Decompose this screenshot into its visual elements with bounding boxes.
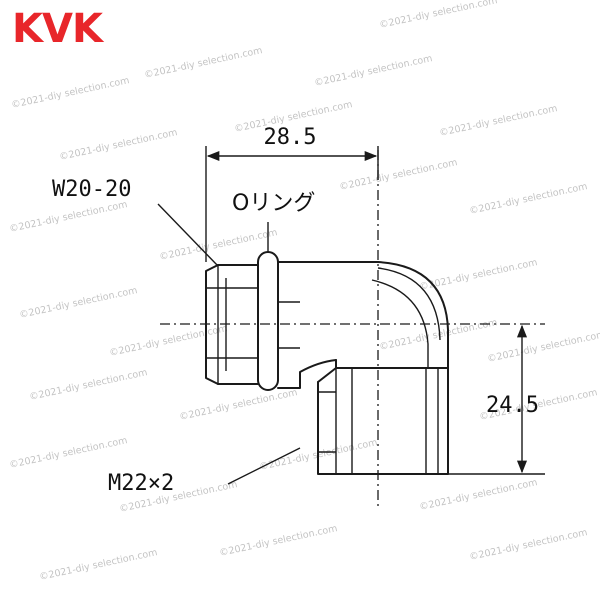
watermark-text: ©2021-diy selection.com bbox=[468, 181, 588, 217]
watermark-text: ©2021-diy selection.com bbox=[338, 157, 458, 193]
brand-logo: KVK bbox=[12, 6, 105, 52]
watermark-text: ©2021-diy selection.com bbox=[143, 45, 263, 81]
elbow-fitting-outline bbox=[205, 251, 449, 475]
height-dimension-label: 24.5 bbox=[486, 393, 539, 418]
watermark-text: ©2021-diy selection.com bbox=[313, 53, 433, 89]
centre-lines bbox=[160, 150, 545, 510]
watermark-text: ©2021-diy selection.com bbox=[468, 527, 588, 563]
inlet-thread-callout: W20-20 bbox=[52, 177, 219, 267]
width-dimension-label: 28.5 bbox=[264, 125, 317, 150]
watermark-text: ©2021-diy selection.com bbox=[178, 387, 298, 423]
outlet-thread-callout: M22×2 bbox=[108, 447, 301, 496]
o-ring-shape bbox=[257, 251, 279, 391]
watermark-text: ©2021-diy selection.com bbox=[38, 547, 158, 583]
watermark-text: ©2021-diy selection.com bbox=[486, 329, 600, 365]
watermark-text: ©2021-diy selection.com bbox=[378, 0, 498, 31]
inlet-thread-label: W20-20 bbox=[52, 177, 131, 202]
outlet-thread-label: M22×2 bbox=[108, 471, 174, 496]
watermark-text: ©2021-diy selection.com bbox=[108, 323, 228, 359]
watermark-text: ©2021-diy selection.com bbox=[158, 227, 278, 263]
watermark-text: ©2021-diy selection.com bbox=[8, 435, 128, 471]
watermark-text: ©2021-diy selection.com bbox=[10, 75, 130, 111]
watermark-text: ©2021-diy selection.com bbox=[18, 285, 138, 321]
watermark-text: ©2021-diy selection.com bbox=[438, 103, 558, 139]
o-ring-callout: Oリング bbox=[232, 191, 315, 252]
watermark-text: ©2021-diy selection.com bbox=[218, 523, 338, 559]
watermark-text: ©2021-diy selection.com bbox=[28, 367, 148, 403]
height-dimension: 24.5 bbox=[448, 324, 545, 475]
watermark-layer: ©2021-diy selection.com©2021-diy selecti… bbox=[8, 0, 600, 583]
width-dimension: 28.5 bbox=[205, 125, 379, 262]
o-ring-label: Oリング bbox=[232, 191, 315, 216]
watermark-text: ©2021-diy selection.com bbox=[8, 199, 128, 235]
watermark-text: ©2021-diy selection.com bbox=[418, 477, 538, 513]
watermark-text: ©2021-diy selection.com bbox=[58, 127, 178, 163]
